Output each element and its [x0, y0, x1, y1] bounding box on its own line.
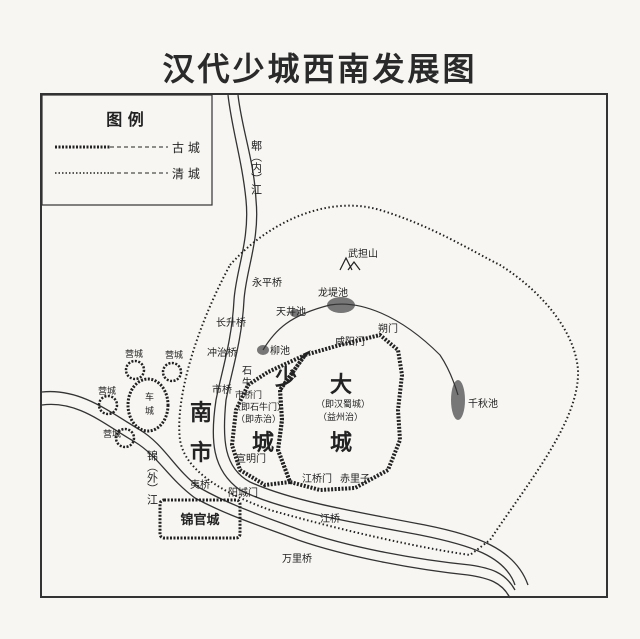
dacheng-char-1: 大 — [330, 373, 352, 398]
north-river-bank-west — [212, 94, 516, 586]
chongzhi-bridge-label: 冲治桥 — [207, 346, 237, 359]
shuo-gate-label: 朔门 — [378, 322, 398, 335]
xianyang-gate-label: 咸阳门 — [335, 335, 365, 348]
dacheng-note-1: （即汉蜀城） — [316, 399, 370, 410]
changsheng-bridge-label: 长升桥 — [216, 317, 246, 329]
shaocheng-wall — [229, 350, 311, 488]
dacheng-note-2: （益州治） — [318, 411, 363, 423]
jinguan-label: 锦官城 — [180, 512, 219, 528]
ying-fort-4 — [114, 427, 136, 449]
tianjing-label: 天井池 — [276, 305, 306, 318]
wudan-label: 武担山 — [348, 247, 378, 260]
chizhi-note: （即赤治） — [236, 413, 281, 425]
ying-fort-1 — [124, 359, 146, 381]
shaocheng-char-2: 城 — [252, 430, 274, 456]
shi-bridge-label: 市桥 — [212, 383, 232, 396]
ying-fort-2 — [161, 361, 183, 383]
yi-bridge-label: 夷桥 — [190, 478, 210, 491]
ying-center-char-1: 车 — [145, 391, 154, 403]
longti-label: 龙堤池 — [318, 286, 348, 299]
pond-canal — [262, 303, 459, 396]
qing-city-wall — [178, 204, 580, 557]
longti-pond — [327, 297, 355, 313]
ying-label-2: 营城 — [165, 349, 183, 361]
ying-fort-3 — [97, 394, 119, 416]
yangcheng-gate-label: 阳城门 — [228, 486, 258, 499]
chilizi-label: 赤里子 — [340, 473, 370, 485]
ying-label-4: 营城 — [103, 428, 121, 440]
xuanming-gate-label: 宣明门 — [236, 452, 266, 465]
ying-label-3: 营城 — [98, 385, 116, 397]
north-river-bank-east — [223, 94, 529, 586]
qianqiu-pond — [451, 380, 465, 420]
legend-heading: 图 例 — [106, 110, 144, 129]
shiqiao-gate-label: 市桥门 — [235, 389, 262, 401]
niu-char-label: 牛 — [242, 376, 252, 389]
qianqiu-label: 千秋池 — [468, 397, 498, 410]
legend: 图 例 古 城 清 城 — [41, 94, 213, 206]
south-river-bank-south — [41, 403, 511, 599]
north-river-label: 郫（内）江 — [250, 139, 263, 195]
wanli-bridge-label: 万里桥 — [282, 553, 312, 565]
legend-item-ancient: 古 城 — [172, 140, 200, 155]
south-river-bank-north — [41, 390, 516, 591]
jiangqiao-gate-label: 江桥门 — [302, 472, 332, 485]
wudan-mountain-icon — [339, 256, 361, 271]
shaocheng-char-1: 少 — [274, 366, 297, 391]
yongping-bridge-label: 永平桥 — [252, 276, 282, 289]
shiqiao-gate-note: （即石牛门） — [232, 401, 286, 413]
dacheng-char-2: 城 — [330, 430, 352, 456]
tianjing-pond — [290, 309, 300, 317]
jinguan-city-wall — [158, 498, 242, 540]
map-title: 汉代少城西南发展图 — [162, 50, 478, 88]
ying-center-city — [126, 377, 170, 433]
liu-label: 柳池 — [270, 344, 290, 357]
legend-item-qing: 清 城 — [172, 167, 200, 181]
ying-center-char-2: 城 — [145, 406, 154, 417]
shi-char-label: 石 — [242, 366, 252, 377]
south-river-label: 锦（外）江 — [146, 449, 159, 505]
jiang-bridge-label: 江桥 — [320, 513, 340, 525]
map-frame — [40, 93, 608, 598]
nanshi-char-2: 市 — [190, 440, 212, 466]
ying-label-1: 营城 — [125, 348, 143, 360]
nanshi-char-1: 南 — [190, 401, 212, 426]
